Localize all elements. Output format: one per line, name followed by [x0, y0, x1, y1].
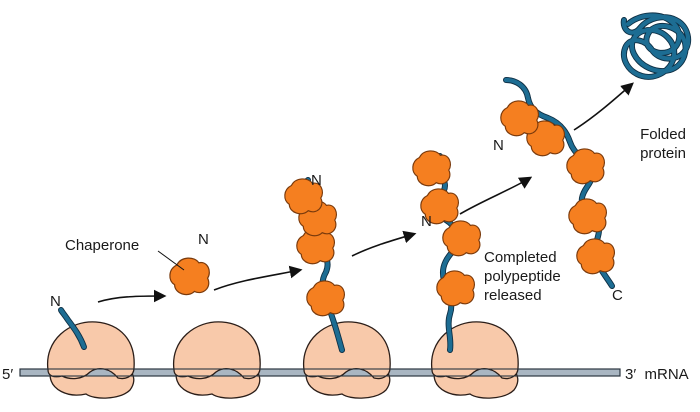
arrow-3 — [351, 230, 417, 257]
process-arrows — [97, 82, 634, 303]
arrow-2 — [213, 265, 303, 291]
chain-with-chaperones-4 — [412, 150, 482, 353]
arrow-1 — [97, 289, 167, 303]
mrna-overlay — [19, 368, 621, 377]
n-terminal-label-5: N — [493, 137, 504, 154]
ribosome-3 — [302, 321, 391, 399]
five-prime-label: 5′ — [2, 366, 13, 383]
folded-protein-label-line1: Folded — [640, 126, 686, 143]
ribosome-4 — [430, 321, 519, 399]
n-terminal-label-2: N — [198, 231, 209, 248]
c-terminal-label: C — [612, 287, 623, 304]
n-terminal-label-4: N — [421, 213, 432, 230]
folded-protein — [620, 12, 692, 80]
arrow-4 — [459, 176, 533, 215]
ribosome-1 — [46, 321, 135, 399]
arrow-5 — [573, 82, 634, 131]
nascent-chain-1 — [58, 307, 87, 350]
three-prime-mrna-label: 3′ mRNA — [625, 366, 689, 383]
chaperone-pointer-line — [157, 250, 185, 271]
n-terminal-label-3: N — [311, 172, 322, 189]
folded-protein-label-line2: protein — [640, 145, 686, 162]
completed-polypeptide-label-line3: released — [484, 287, 542, 304]
ribosome-2 — [172, 321, 261, 399]
chaperone-label: Chaperone — [65, 237, 139, 254]
completed-polypeptide-label-line2: polypeptide — [484, 268, 561, 285]
released-polypeptide — [500, 77, 616, 289]
chain-with-chaperones-3 — [284, 177, 346, 353]
completed-polypeptide-label-line1: Completed — [484, 249, 557, 266]
n-terminal-label-1: N — [50, 293, 61, 310]
